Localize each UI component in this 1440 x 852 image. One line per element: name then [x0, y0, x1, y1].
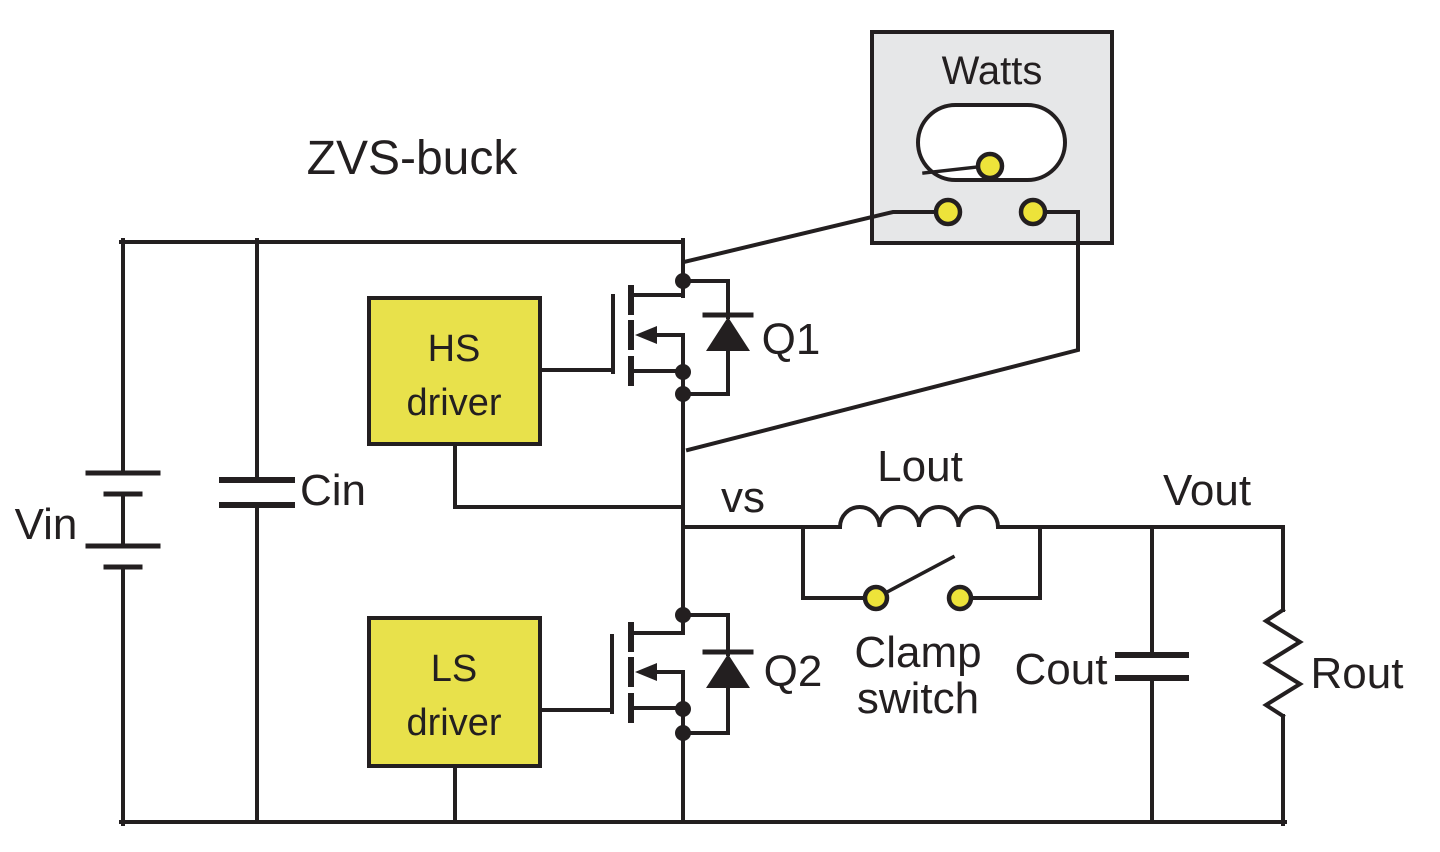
hs-driver-label-line1: HS	[428, 328, 481, 370]
rout-label: Rout	[1311, 649, 1404, 698]
junction-dot	[675, 386, 691, 402]
watts-meter-label: Watts	[942, 49, 1043, 93]
vin-label: Vin	[15, 500, 78, 549]
q2-diode-triangle	[706, 654, 750, 688]
lout-inductor	[837, 505, 1001, 530]
lout-label: Lout	[877, 442, 963, 491]
watts-meter	[870, 30, 1114, 245]
circuit-wires	[85, 30, 1304, 826]
clamp-switch	[801, 525, 1042, 600]
vs-node-label: vs	[721, 473, 765, 522]
watts-meter-needle	[922, 164, 988, 175]
watts-right-probe-wire	[685, 210, 1080, 453]
ls-driver-label-line1: LS	[431, 648, 477, 690]
battery-plates	[85, 470, 161, 570]
q2-body-arrow	[635, 663, 657, 681]
meter-terminal-right	[1018, 197, 1048, 227]
q1-diode-top-wire	[681, 279, 730, 319]
meter-needle-pivot-dot	[975, 151, 1005, 181]
ls-driver-box	[367, 616, 542, 768]
ls-driver-label-line2: driver	[406, 702, 501, 744]
q2-body-diode	[681, 613, 754, 735]
clamp-label-line1: Clamp	[854, 628, 981, 677]
cin-capacitor	[219, 238, 295, 824]
junction-dots	[635, 273, 750, 741]
q2-diode-top-wire	[681, 613, 730, 656]
clamp-contact-left	[862, 584, 890, 612]
diagram-title: ZVS-buck	[307, 132, 519, 185]
q1-label: Q1	[762, 315, 821, 364]
rout-resistor	[1262, 525, 1304, 826]
q1-body-arrow	[635, 326, 657, 344]
diagram-labels: ZVS-buck Watts Vin Cin Q1 Q2 vs Lout Cla…	[15, 49, 1404, 723]
meter-terminal-left	[933, 197, 963, 227]
clamp-contact-right	[946, 584, 974, 612]
q1-diode-bottom-wire	[681, 347, 730, 396]
junction-dot	[675, 607, 691, 623]
q2-diode-bottom-wire	[681, 684, 730, 735]
rout-zigzag	[1262, 607, 1304, 719]
junction-dot	[675, 364, 691, 380]
clamp-switch-arm	[886, 554, 956, 594]
yellow-terminals	[862, 151, 1048, 612]
junction-dot	[675, 701, 691, 717]
cout-label: Cout	[1015, 645, 1108, 694]
cout-capacitor	[1115, 525, 1189, 824]
driver-labels: HS driver LS driver	[406, 328, 501, 744]
q1-body-diode	[681, 279, 754, 396]
hs-return-wire	[453, 442, 685, 509]
cin-label: Cin	[300, 466, 366, 515]
hs-driver-label-line2: driver	[406, 382, 501, 424]
junction-dot	[675, 725, 691, 741]
clamp-label-line2: switch	[857, 674, 979, 723]
vout-label: Vout	[1163, 466, 1251, 515]
clamp-left-wire	[801, 525, 865, 600]
vin-battery	[85, 238, 161, 826]
q1-diode-triangle	[706, 317, 750, 351]
q2-label: Q2	[764, 647, 823, 696]
junction-dot	[675, 273, 691, 289]
watts-left-probe-wire	[681, 210, 938, 265]
clamp-right-wire	[971, 525, 1042, 600]
